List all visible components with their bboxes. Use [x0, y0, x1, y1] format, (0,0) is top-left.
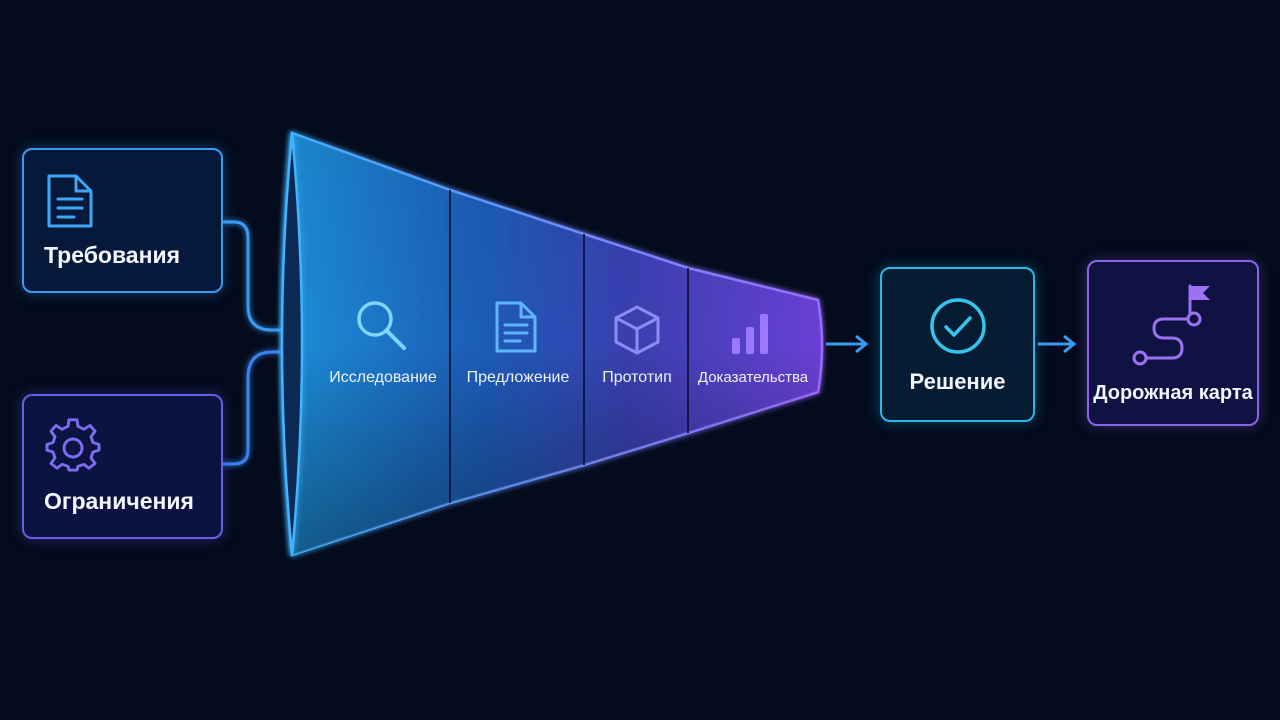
- solution-label: Решение: [909, 368, 1006, 394]
- check-circle-icon: [929, 297, 986, 354]
- document-icon: [495, 301, 537, 353]
- bar-chart-icon: [732, 314, 768, 354]
- funnel-shading: [282, 133, 822, 555]
- document-icon: [47, 174, 93, 228]
- stage-evidence-label: Доказательства: [697, 369, 809, 386]
- stage-research-label: Исследование: [329, 369, 437, 386]
- constraints-box: Ограничения: [22, 394, 223, 539]
- arrowhead-solution: [855, 334, 869, 354]
- connector-constraints: [223, 350, 287, 466]
- cube-icon: [614, 305, 660, 355]
- route-flag-icon: [1132, 284, 1210, 365]
- arrowhead-roadmap: [1063, 334, 1077, 354]
- requirements-label: Требования: [44, 242, 181, 268]
- stage-prototype-label: Прототип: [602, 369, 672, 386]
- constraints-label: Ограничения: [44, 488, 194, 514]
- solution-box: Решение: [880, 267, 1035, 422]
- stage-proposal-label: Предложение: [466, 369, 570, 386]
- search-icon: [357, 301, 406, 350]
- roadmap-box: Дорожная карта: [1087, 260, 1259, 426]
- requirements-box: Требования: [22, 148, 223, 293]
- connector-requirements: [223, 220, 287, 332]
- gear-icon: [45, 418, 101, 472]
- funnel-mouth: [280, 132, 304, 556]
- roadmap-label: Дорожная карта: [1093, 381, 1253, 404]
